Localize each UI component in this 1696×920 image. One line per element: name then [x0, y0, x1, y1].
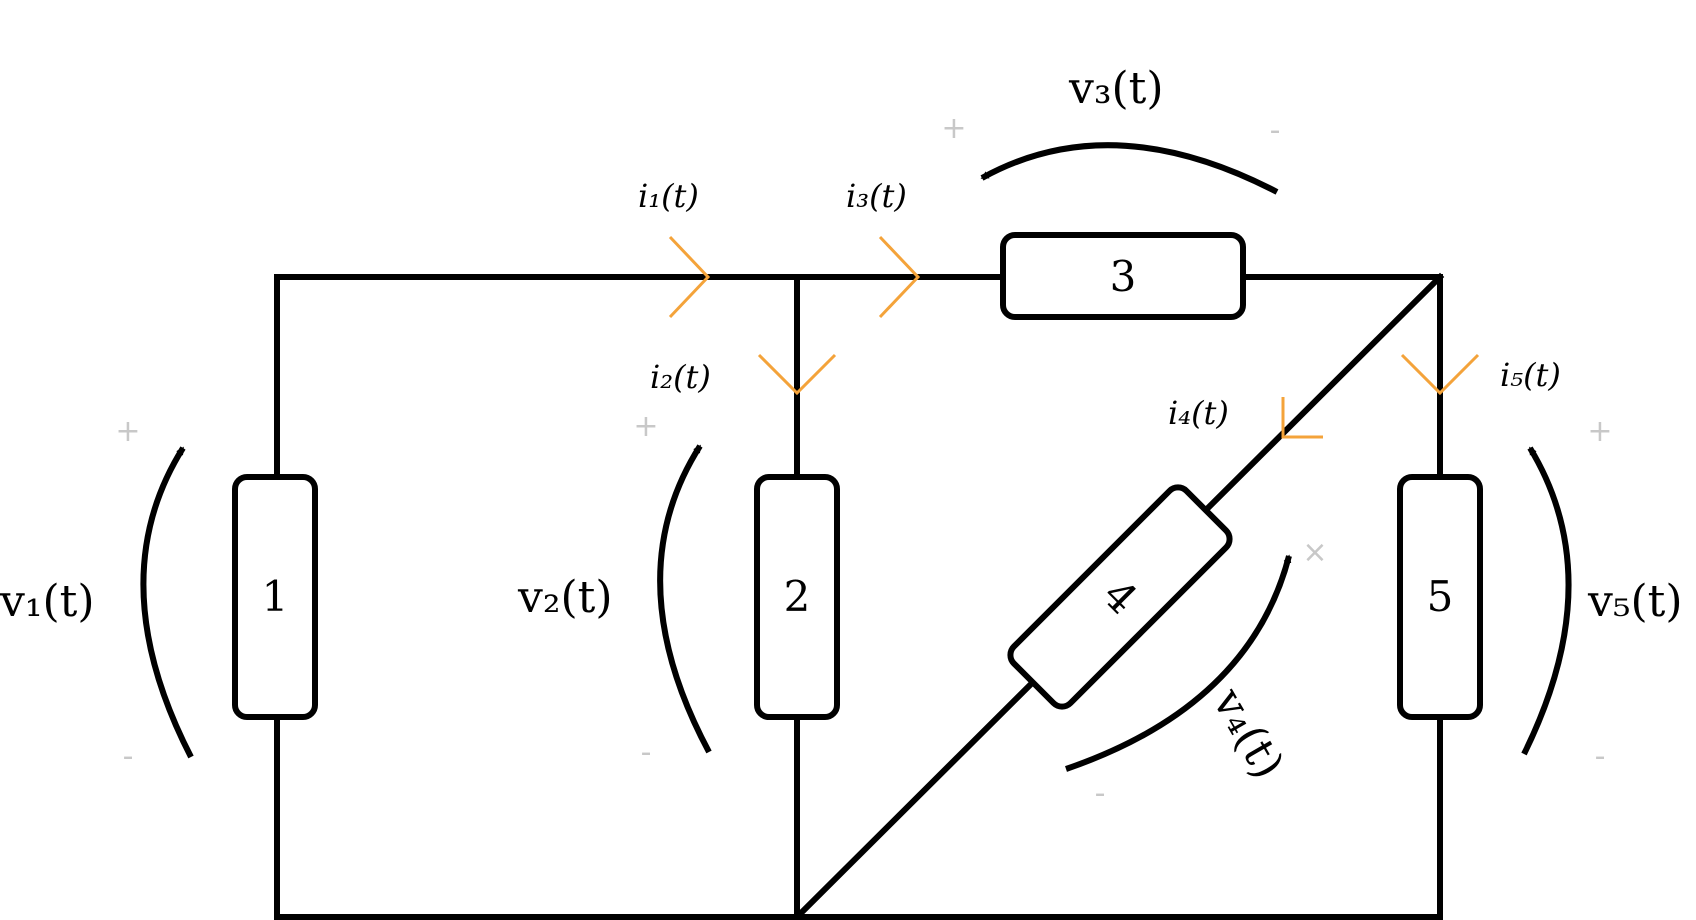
v3-label: v₃(t) — [1068, 63, 1164, 114]
i5-marker — [1400, 353, 1480, 396]
i1-marker — [668, 235, 711, 319]
v4-times: × — [1302, 535, 1327, 570]
wires — [274, 272, 1445, 920]
resistor-4: 4 — [1007, 484, 1233, 710]
i3-label: i₃(t) — [846, 177, 907, 215]
resistor-3: 3 — [1000, 232, 1246, 320]
v4-minus: - — [1095, 776, 1106, 811]
v3-plus: + — [941, 111, 966, 146]
resistor-2-label: 2 — [784, 572, 811, 621]
v2-label: v₂(t) — [517, 572, 613, 623]
v4-arrow — [1065, 554, 1292, 772]
v2-minus: - — [641, 735, 652, 770]
i5-label: i₅(t) — [1500, 356, 1561, 394]
resistor-5-label: 5 — [1427, 572, 1454, 621]
i3-marker — [878, 235, 921, 319]
v2-plus: + — [633, 409, 658, 444]
resistor-2: 2 — [754, 474, 840, 720]
i4-label: i₄(t) — [1168, 394, 1229, 432]
v5-minus: - — [1595, 739, 1606, 774]
polarity-signs: + - + - + - × - + - — [115, 111, 1612, 811]
voltage-arrows — [140, 142, 1572, 772]
resistor-1-label: 1 — [262, 572, 289, 621]
v1-arrow — [140, 446, 194, 759]
i2-marker — [757, 353, 837, 396]
v5-arrow — [1521, 446, 1572, 756]
i2-label: i₂(t) — [650, 358, 711, 396]
resistor-3-label: 3 — [1110, 252, 1137, 301]
v2-arrow — [657, 444, 712, 754]
resistor-1: 1 — [232, 474, 318, 720]
resistor-5: 5 — [1397, 474, 1483, 720]
current-labels: i₁(t) i₃(t) i₂(t) i₄(t) i₅(t) — [638, 177, 1561, 432]
i1-label: i₁(t) — [638, 177, 699, 215]
v5-label: v₅(t) — [1587, 576, 1683, 627]
current-markers — [668, 235, 1480, 439]
i4-marker — [1281, 397, 1323, 439]
v1-minus: - — [123, 739, 134, 774]
v1-label: v₁(t) — [0, 576, 95, 627]
v3-minus: - — [1270, 113, 1281, 148]
v4-label: v₄(t) — [1202, 679, 1294, 787]
v3-arrow — [980, 142, 1279, 195]
v1-plus: + — [115, 414, 140, 449]
v5-plus: + — [1587, 414, 1612, 449]
